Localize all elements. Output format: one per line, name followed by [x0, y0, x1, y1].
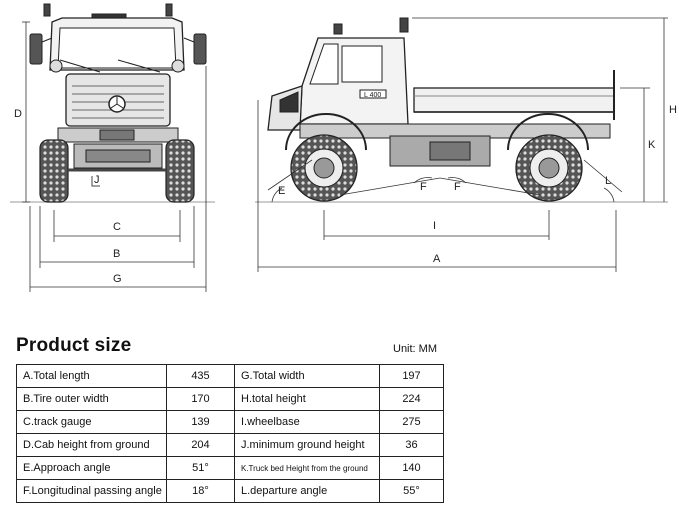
unit-label: Unit: MM [393, 343, 437, 355]
table-row: F.Longitudinal passing angle 18° L.depar… [16, 479, 444, 503]
dim-label-k: K [648, 139, 656, 151]
dim-label-c: C [113, 221, 121, 233]
spec-label: A.Total length [16, 364, 167, 388]
dim-label-i: I [433, 220, 436, 232]
spec-label: J.minimum ground height [234, 433, 380, 457]
dim-label-l: L [605, 175, 611, 187]
dim-label-j: J [94, 174, 100, 186]
spec-value: 18° [166, 479, 235, 503]
table-row: A.Total length 435 G.Total width 197 [16, 364, 444, 388]
spec-value: 51° [166, 456, 235, 480]
table-row: B.Tire outer width 170 H.total height 22… [16, 387, 444, 411]
spec-value: 204 [166, 433, 235, 457]
spec-label: L.departure angle [234, 479, 380, 503]
spec-label: H.total height [234, 387, 380, 411]
spec-label: E.Approach angle [16, 456, 167, 480]
dim-label-e: E [278, 185, 285, 197]
dim-label-g: G [113, 273, 122, 285]
dim-label-a: A [433, 253, 441, 265]
front-dimension-letters: D C B G J [14, 108, 122, 285]
front-view [10, 3, 215, 203]
spec-label: F.Longitudinal passing angle [16, 479, 167, 503]
dim-label-h: H [669, 104, 677, 116]
spec-value: 197 [379, 364, 444, 388]
spec-label: C.track gauge [16, 410, 167, 434]
spec-label: K.Truck bed Height from the ground [234, 456, 380, 480]
dim-label-b: B [113, 248, 120, 260]
product-size-title: Product size [16, 335, 132, 356]
spec-value: 224 [379, 387, 444, 411]
spec-value: 435 [166, 364, 235, 388]
side-view [255, 17, 668, 203]
cab-plate-text: L 400 [364, 92, 381, 99]
spec-value: 55° [379, 479, 444, 503]
spec-label: D.Cab height from ground [16, 433, 167, 457]
spec-value: 36 [379, 433, 444, 457]
spec-value: 139 [166, 410, 235, 434]
spec-value: 275 [379, 410, 444, 434]
dim-label-f-left: F [420, 181, 427, 193]
spec-value: 170 [166, 387, 235, 411]
spec-label: I.wheelbase [234, 410, 380, 434]
spec-label: B.Tire outer width [16, 387, 167, 411]
side-dimension-lines [257, 17, 668, 272]
table-row: D.Cab height from ground 204 J.minimum g… [16, 433, 444, 457]
product-size-table: A.Total length 435 G.Total width 197 B.T… [16, 364, 444, 503]
side-dimension-letters: E F F L I A H K [278, 104, 677, 265]
table-row: C.track gauge 139 I.wheelbase 275 [16, 410, 444, 434]
dim-label-f-right: F [454, 181, 461, 193]
truck-dimension-drawing: D C B G J [10, 3, 677, 292]
table-row: E.Approach angle 51° K.Truck bed Height … [16, 456, 444, 480]
dim-label-d: D [14, 108, 22, 120]
spec-value: 140 [379, 456, 444, 480]
front-dimension-lines [22, 21, 207, 292]
spec-label: G.Total width [234, 364, 380, 388]
